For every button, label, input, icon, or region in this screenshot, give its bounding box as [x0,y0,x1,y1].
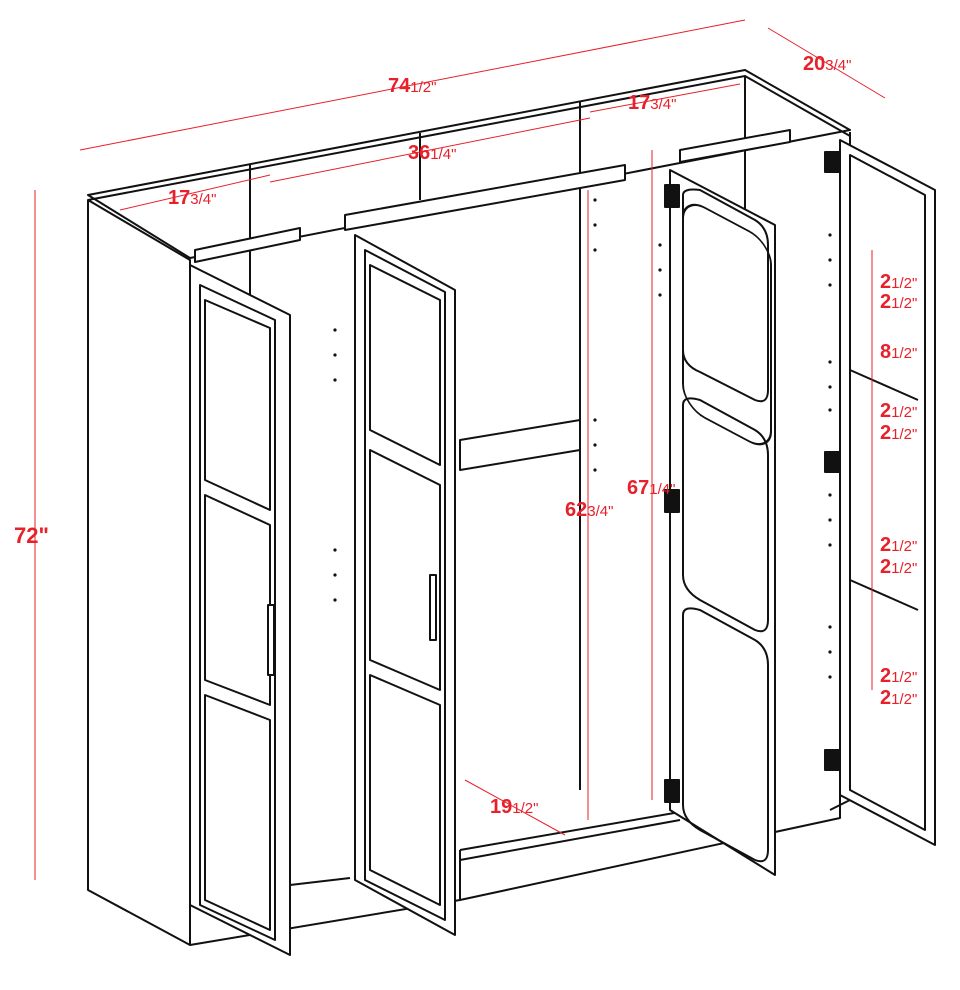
interior-height-label: 671/4" [627,477,676,499]
shelf-spacing-label: 21/2" [880,291,918,313]
shelf-spacing-label: 21/2" [880,556,918,578]
shelf-spacing-label: 21/2" [880,271,918,293]
shelf-spacing-label: 21/2" [880,400,918,422]
overall-depth-label: 203/4" [803,53,852,75]
center-hanging-height-label: 623/4" [565,499,614,521]
center-section-width-label: 361/4" [408,142,457,164]
shelf-spacing-label: 81/2" [880,341,918,363]
shelf-spacing-label: 21/2" [880,687,918,709]
shelf-spacing-label: 21/2" [880,665,918,687]
right-section-width-label: 173/4" [628,92,677,114]
left-section-width-label: 173/4" [168,187,217,209]
shelf-spacing-label: 21/2" [880,422,918,444]
overall-width-label: 741/2" [388,75,437,97]
interior-depth-label: 191/2" [490,796,539,818]
shelf-spacing-label: 21/2" [880,534,918,556]
overall-height-label: 72" [14,523,49,548]
